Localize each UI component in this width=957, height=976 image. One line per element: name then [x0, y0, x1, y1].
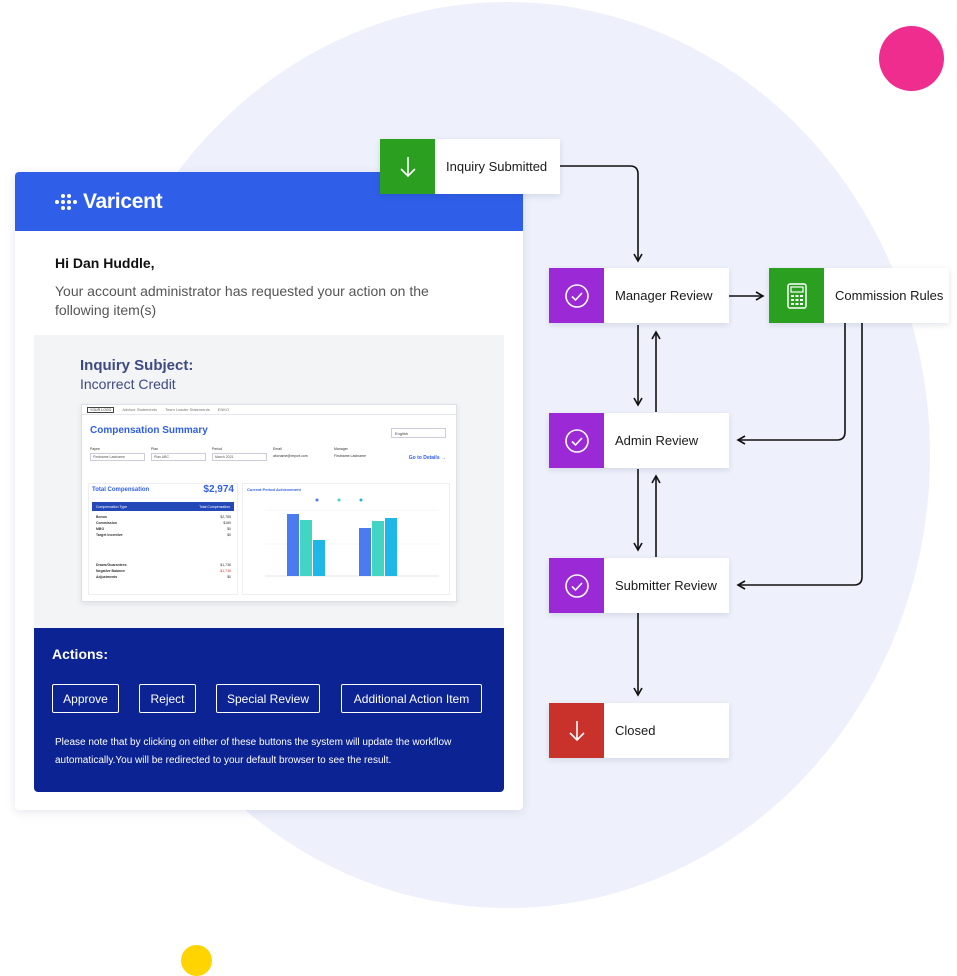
email-header: Varicent	[15, 172, 523, 231]
node-label: Admin Review	[615, 433, 699, 448]
node-label: Manager Review	[615, 288, 713, 303]
table-row: MBO$0	[96, 527, 231, 531]
table-row: Commission$189	[96, 521, 231, 525]
filter-label: Manager	[334, 447, 348, 451]
node-manager-review[interactable]: Manager Review	[549, 268, 729, 323]
compensation-table-header: Compensation Type Total Compensation	[92, 502, 234, 511]
arrow-down-icon	[380, 139, 435, 194]
varicent-logo-icon	[55, 193, 77, 210]
compensation-summary-preview[interactable]: YOUR LOGO Advisor Statements Team Leader…	[81, 404, 457, 602]
filter-label: Period	[212, 447, 223, 451]
additional-action-item-button[interactable]: Additional Action Item	[341, 684, 482, 713]
node-label: Commission Rules	[835, 288, 944, 303]
node-commission-rules[interactable]: Commission Rules	[769, 268, 949, 323]
node-label: Submitter Review	[615, 578, 717, 593]
reject-button[interactable]: Reject	[139, 684, 196, 713]
email-notification-card: Varicent Hi Dan Huddle, Your account adm…	[15, 172, 523, 810]
table-row: Target Incentive$0	[96, 533, 231, 537]
approve-button[interactable]: Approve	[52, 684, 119, 713]
filter-value: abcname@report.com	[273, 454, 308, 458]
chart-bar	[313, 540, 325, 576]
filter-value: Firstname Lastname	[334, 454, 366, 458]
total-compensation-value: $2,974	[203, 484, 234, 495]
preview-nav-item: Team Leader Statements	[165, 407, 210, 412]
total-compensation-label: Total Compensation	[92, 487, 150, 493]
total-compensation-panel: Total Compensation $2,974 Compensation T…	[88, 483, 238, 595]
check-circle-icon	[549, 413, 604, 468]
inquiry-subject-value: Incorrect Credit	[80, 376, 176, 392]
brand-name: Varicent	[83, 189, 163, 213]
inquiry-panel: Inquiry Subject: Incorrect Credit YOUR L…	[34, 335, 504, 631]
column-header: Total Compensation	[199, 504, 230, 509]
chart-title: Current Period Achievement	[247, 487, 301, 492]
node-submitter-review[interactable]: Submitter Review	[549, 558, 729, 613]
node-closed[interactable]: Closed	[549, 703, 729, 758]
preview-logo: YOUR LOGO	[87, 406, 115, 413]
table-row: Draws/Guarantees$1,736	[96, 563, 231, 567]
filter-label: Email	[273, 447, 282, 451]
actions-title: Actions:	[52, 646, 108, 662]
preview-nav: YOUR LOGO Advisor Statements Team Leader…	[82, 405, 456, 415]
node-admin-review[interactable]: Admin Review	[549, 413, 729, 468]
filter-value: March 2021	[212, 453, 267, 461]
achievement-bar-chart	[265, 498, 439, 577]
arrow-down-icon	[549, 703, 604, 758]
chart-bar	[287, 514, 299, 576]
greeting: Hi Dan Huddle,	[55, 255, 155, 271]
yellow-dot-decoration	[181, 945, 212, 976]
filter-value: Firstname Lastname	[90, 453, 145, 461]
go-to-details-link: Go to Details →	[408, 455, 446, 461]
workflow-note: Please note that by clicking on either o…	[55, 737, 452, 766]
chart-bar	[385, 518, 397, 576]
node-label: Inquiry Submitted	[446, 159, 548, 174]
actions-panel: Actions: Approve Reject Special Review A…	[34, 628, 504, 792]
table-row: Bonus$2,785	[96, 515, 231, 519]
calculator-icon	[769, 268, 824, 323]
check-circle-icon	[549, 268, 604, 323]
special-review-button[interactable]: Special Review	[216, 684, 320, 713]
table-row: Negative Balance-$1,736	[96, 569, 231, 573]
filter-label: Plan	[151, 447, 159, 451]
achievement-chart-panel: Current Period Achievement	[242, 483, 450, 595]
preview-nav-item: ENKO	[217, 407, 230, 412]
preview-nav-item: Advisor Statements	[122, 407, 158, 412]
check-circle-icon	[549, 558, 604, 613]
filter-label: Payee	[90, 447, 100, 451]
intro-text: Your account administrator has requested…	[55, 283, 429, 318]
preview-title: Compensation Summary	[90, 425, 208, 436]
chart-bar	[359, 528, 371, 576]
table-row: Adjustments$0	[96, 575, 231, 579]
column-header: Compensation Type	[96, 504, 128, 509]
filter-value: Plan ABC	[151, 453, 206, 461]
chart-bar	[372, 521, 384, 576]
node-inquiry-submitted[interactable]: Inquiry Submitted	[380, 139, 560, 194]
chart-bar	[300, 520, 312, 576]
inquiry-subject-label: Inquiry Subject:	[80, 357, 194, 374]
pink-dot-decoration	[879, 26, 944, 91]
preview-language-select: English	[391, 428, 446, 438]
node-label: Closed	[615, 723, 656, 738]
